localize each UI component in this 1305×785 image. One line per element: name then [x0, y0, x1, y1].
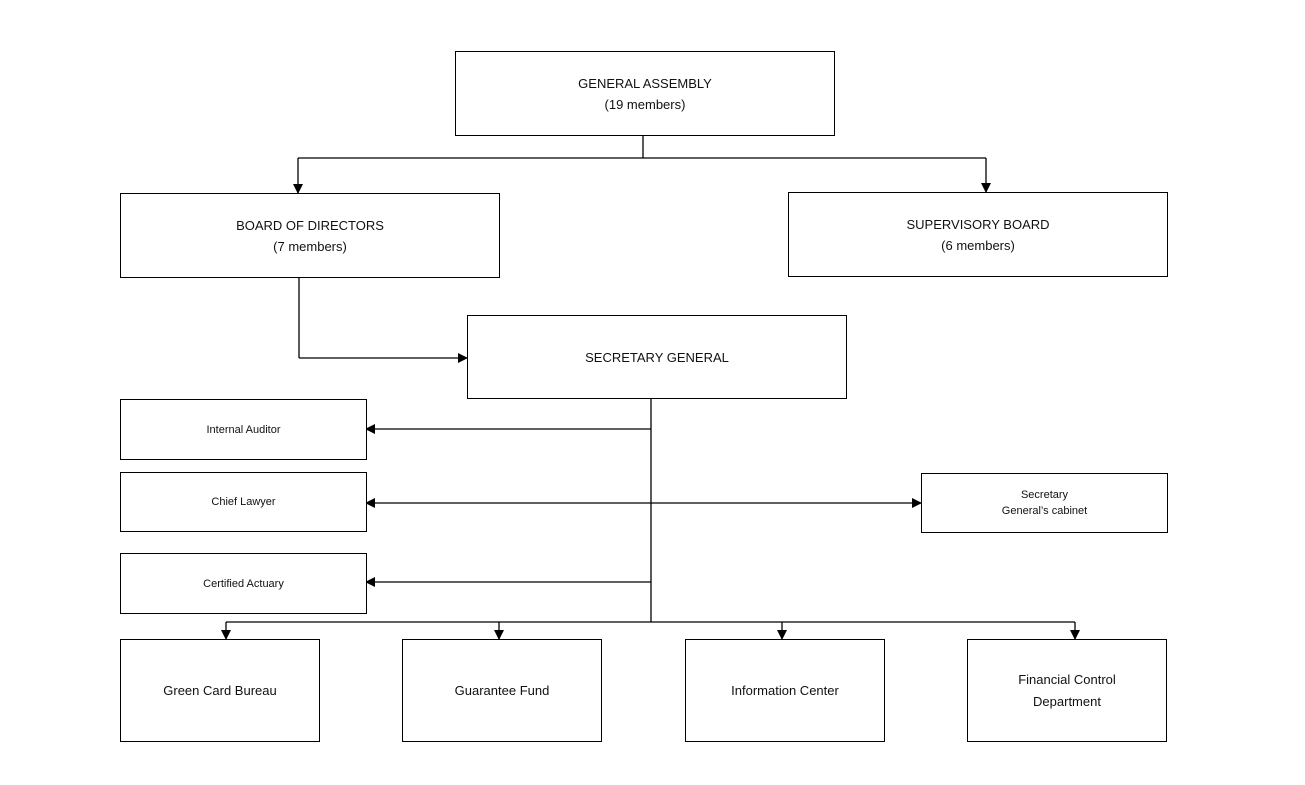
guarantee-fund-title: Guarantee Fund [454, 682, 550, 698]
board-of-directors-box: BOARD OF DIRECTORS (7 members) [120, 193, 500, 278]
certified-actuary-box: Certified Actuary [120, 553, 367, 614]
green-card-bureau-title: Green Card Bureau [163, 682, 277, 698]
financial-control-line1: Financial Control [1018, 671, 1116, 687]
chief-lawyer-title: Chief Lawyer [211, 496, 276, 508]
supervisory-board-members: (6 members) [941, 237, 1015, 253]
internal-auditor-box: Internal Auditor [120, 399, 367, 460]
supervisory-board-title: SUPERVISORY BOARD [906, 216, 1050, 232]
information-center-title: Information Center [731, 682, 839, 698]
secretary-general-box: SECRETARY GENERAL [467, 315, 847, 399]
sg-cabinet-box: Secretary General’s cabinet [921, 473, 1168, 533]
board-of-directors-members: (7 members) [273, 238, 347, 254]
financial-control-department-box: Financial Control Department [967, 639, 1167, 742]
chief-lawyer-box: Chief Lawyer [120, 472, 367, 532]
secretary-general-title: SECRETARY GENERAL [585, 349, 729, 365]
general-assembly-title: GENERAL ASSEMBLY [578, 75, 712, 91]
sg-cabinet-line1: Secretary [1020, 489, 1069, 501]
sg-cabinet-line2: General’s cabinet [1001, 505, 1088, 517]
general-assembly-members: (19 members) [604, 96, 686, 112]
internal-auditor-title: Internal Auditor [206, 423, 281, 436]
general-assembly-box: GENERAL ASSEMBLY (19 members) [455, 51, 835, 136]
board-of-directors-title: BOARD OF DIRECTORS [236, 217, 384, 233]
supervisory-board-box: SUPERVISORY BOARD (6 members) [788, 192, 1168, 277]
green-card-bureau-box: Green Card Bureau [120, 639, 320, 742]
certified-actuary-title: Certified Actuary [203, 577, 284, 590]
guarantee-fund-box: Guarantee Fund [402, 639, 602, 742]
financial-control-line2: Department [1033, 693, 1101, 709]
information-center-box: Information Center [685, 639, 885, 742]
